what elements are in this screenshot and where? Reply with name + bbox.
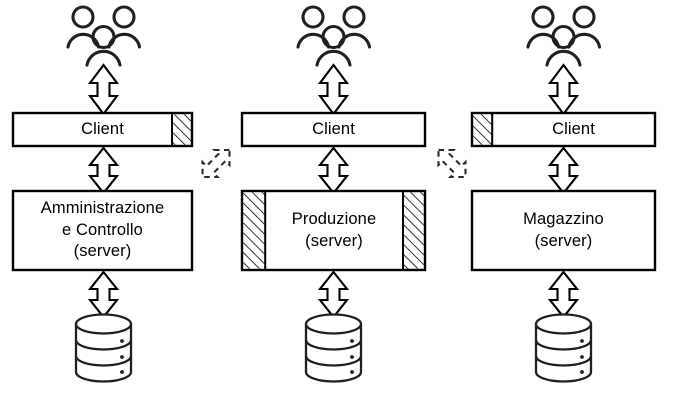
arrow-users-to-client: [87, 63, 120, 116]
client-port-hatch-right: [172, 114, 191, 145]
users-group-icon: [526, 5, 602, 67]
server-box-produzione[interactable]: [240, 189, 427, 272]
server-port-hatch-right: [403, 192, 424, 269]
arrow-client-to-server: [87, 146, 120, 195]
arrow-users-to-client: [547, 63, 580, 116]
client-box-produzione[interactable]: [240, 111, 427, 148]
users-group-icon: [66, 5, 142, 67]
column-amministrazione: [11, 5, 194, 383]
arrow-client-to-server: [547, 146, 580, 195]
client-box-amministrazione[interactable]: [11, 111, 194, 148]
arrow-server-to-database: [87, 270, 120, 319]
server-box-amministrazione[interactable]: [11, 189, 194, 272]
users-group-icon: [296, 5, 372, 67]
arrow-client-to-server: [317, 146, 350, 195]
server-port-hatch-left: [243, 192, 266, 269]
dashed-diagonal-double-arrow-icon[interactable]: [437, 148, 467, 179]
column-magazzino: [470, 5, 657, 383]
client-box-magazzino[interactable]: [470, 111, 657, 148]
server-box-magazzino[interactable]: [470, 189, 657, 272]
arrow-server-to-database: [547, 270, 580, 319]
client-port-hatch-left: [473, 114, 493, 145]
dashed-diagonal-double-arrow-icon[interactable]: [201, 148, 231, 179]
column-produzione: [240, 5, 427, 383]
arrow-server-to-database: [317, 270, 350, 319]
arrow-users-to-client: [317, 63, 350, 116]
database-cylinder-icon: [304, 313, 363, 383]
database-cylinder-icon: [534, 313, 593, 383]
database-cylinder-icon: [74, 313, 133, 383]
